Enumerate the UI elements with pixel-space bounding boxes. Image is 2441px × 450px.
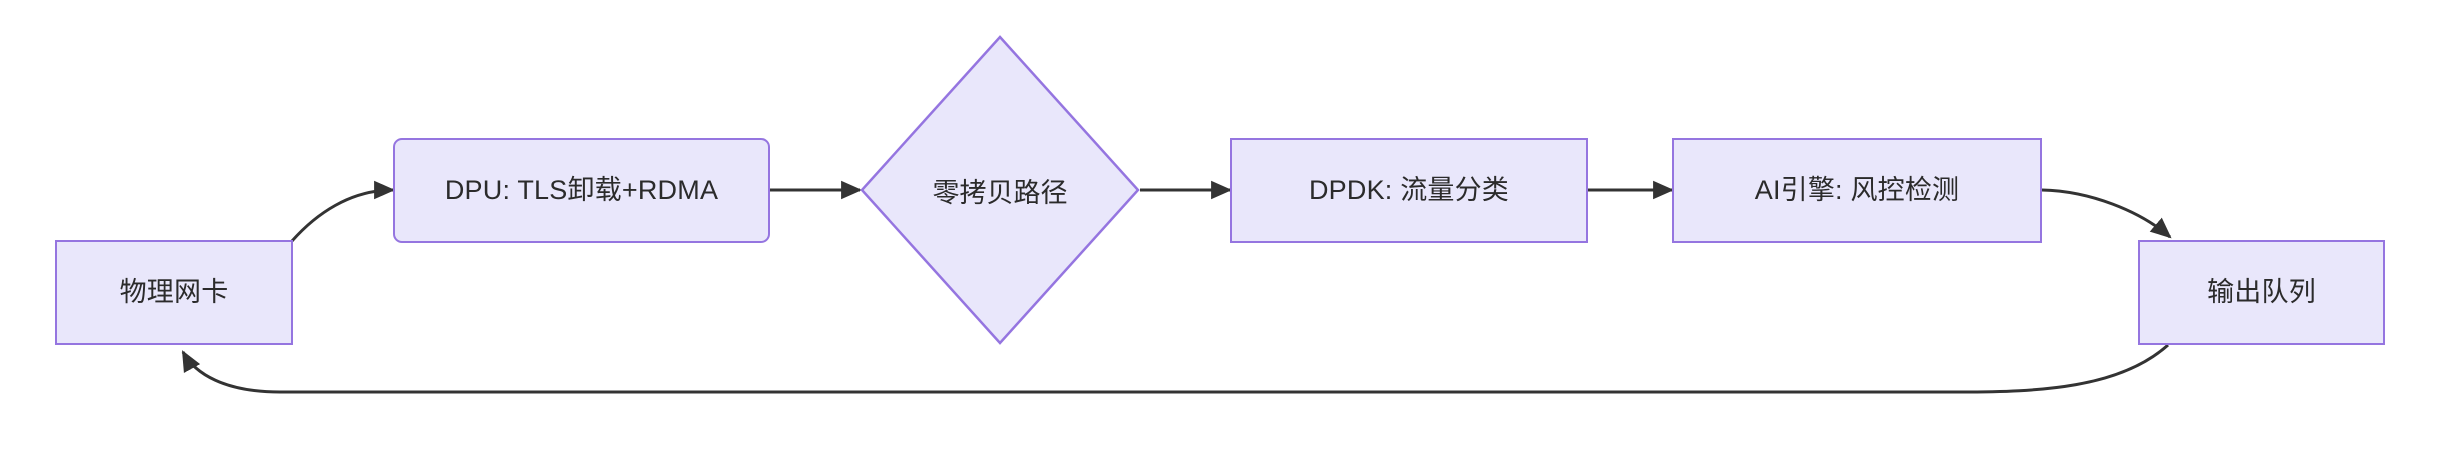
node-physical-nic-label: 物理网卡 bbox=[119, 277, 229, 308]
node-dpu[interactable]: DPU: TLS卸载+RDMA bbox=[393, 138, 770, 243]
diamond-shape bbox=[860, 35, 1140, 345]
node-dpu-label: DPU: TLS卸载+RDMA bbox=[444, 175, 719, 206]
node-output-queue-label: 输出队列 bbox=[2207, 277, 2316, 308]
node-ai-engine-label: AI引擎: 风控检测 bbox=[1754, 175, 1960, 206]
edge-outq-to-nic-feedback bbox=[181, 343, 2169, 394]
node-ai-engine[interactable]: AI引擎: 风控检测 bbox=[1672, 138, 2042, 243]
node-dpdk[interactable]: DPDK: 流量分类 bbox=[1230, 138, 1588, 243]
node-zero-copy-path[interactable]: 零拷贝路径 bbox=[860, 35, 1140, 345]
edge-nic-to-dpu bbox=[290, 180, 396, 242]
node-dpdk-label: DPDK: 流量分类 bbox=[1308, 175, 1510, 206]
edge-ai-to-outq bbox=[2041, 188, 2172, 239]
node-output-queue[interactable]: 输出队列 bbox=[2138, 240, 2385, 345]
node-physical-nic[interactable]: 物理网卡 bbox=[55, 240, 293, 345]
node-zero-copy-path-label: 零拷贝路径 bbox=[932, 177, 1068, 208]
